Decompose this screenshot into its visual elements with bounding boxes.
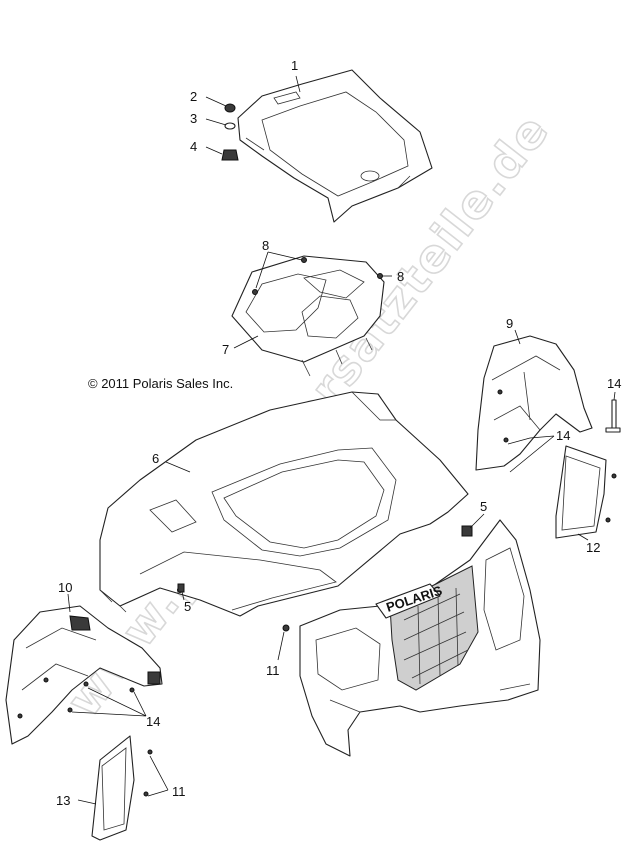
part-screw-8b xyxy=(377,273,383,279)
part-fender-left xyxy=(5,605,163,745)
callout-14b: 14 xyxy=(556,428,570,443)
part-fender-right xyxy=(475,335,593,471)
part-hood-cover xyxy=(237,69,433,223)
callout-11b: 11 xyxy=(172,784,186,799)
callout-12: 12 xyxy=(586,540,600,555)
callout-5b: 5 xyxy=(184,599,191,614)
part-pin-14-right xyxy=(605,399,621,433)
part-storage-tray xyxy=(231,255,385,377)
callout-7: 7 xyxy=(222,342,229,357)
callout-14c: 14 xyxy=(146,714,160,729)
callout-13: 13 xyxy=(56,793,70,808)
part-washer-3 xyxy=(224,122,236,130)
part-fastener-11-bumper xyxy=(282,624,290,632)
callout-3: 3 xyxy=(190,111,197,126)
callout-10: 10 xyxy=(58,580,72,595)
callout-8b: 8 xyxy=(397,269,404,284)
callout-8a: 8 xyxy=(262,238,269,253)
part-mudflap-left xyxy=(91,735,153,841)
callout-4: 4 xyxy=(190,139,197,154)
callout-labels: 1 2 3 4 8 8 7 6 9 14 14 5 12 5 11 10 14 … xyxy=(56,58,621,808)
leader-lines xyxy=(67,75,616,805)
part-screw-14-left xyxy=(67,681,135,713)
callout-2: 2 xyxy=(190,89,197,104)
callout-14a: 14 xyxy=(607,376,621,391)
part-clip-5-left xyxy=(177,583,185,593)
part-fastener-2 xyxy=(224,103,236,113)
part-clip-5-right xyxy=(461,525,473,537)
callout-6: 6 xyxy=(152,451,159,466)
part-mudflap-right xyxy=(555,445,617,539)
callout-9: 9 xyxy=(506,316,513,331)
callout-5a: 5 xyxy=(480,499,487,514)
copyright-notice: © 2011 Polaris Sales Inc. xyxy=(88,376,233,391)
part-screw-8a xyxy=(252,257,307,295)
callout-1: 1 xyxy=(291,58,298,73)
part-hood-body xyxy=(99,391,469,617)
callout-11a: 11 xyxy=(266,663,280,678)
part-grommet-4 xyxy=(221,149,239,161)
